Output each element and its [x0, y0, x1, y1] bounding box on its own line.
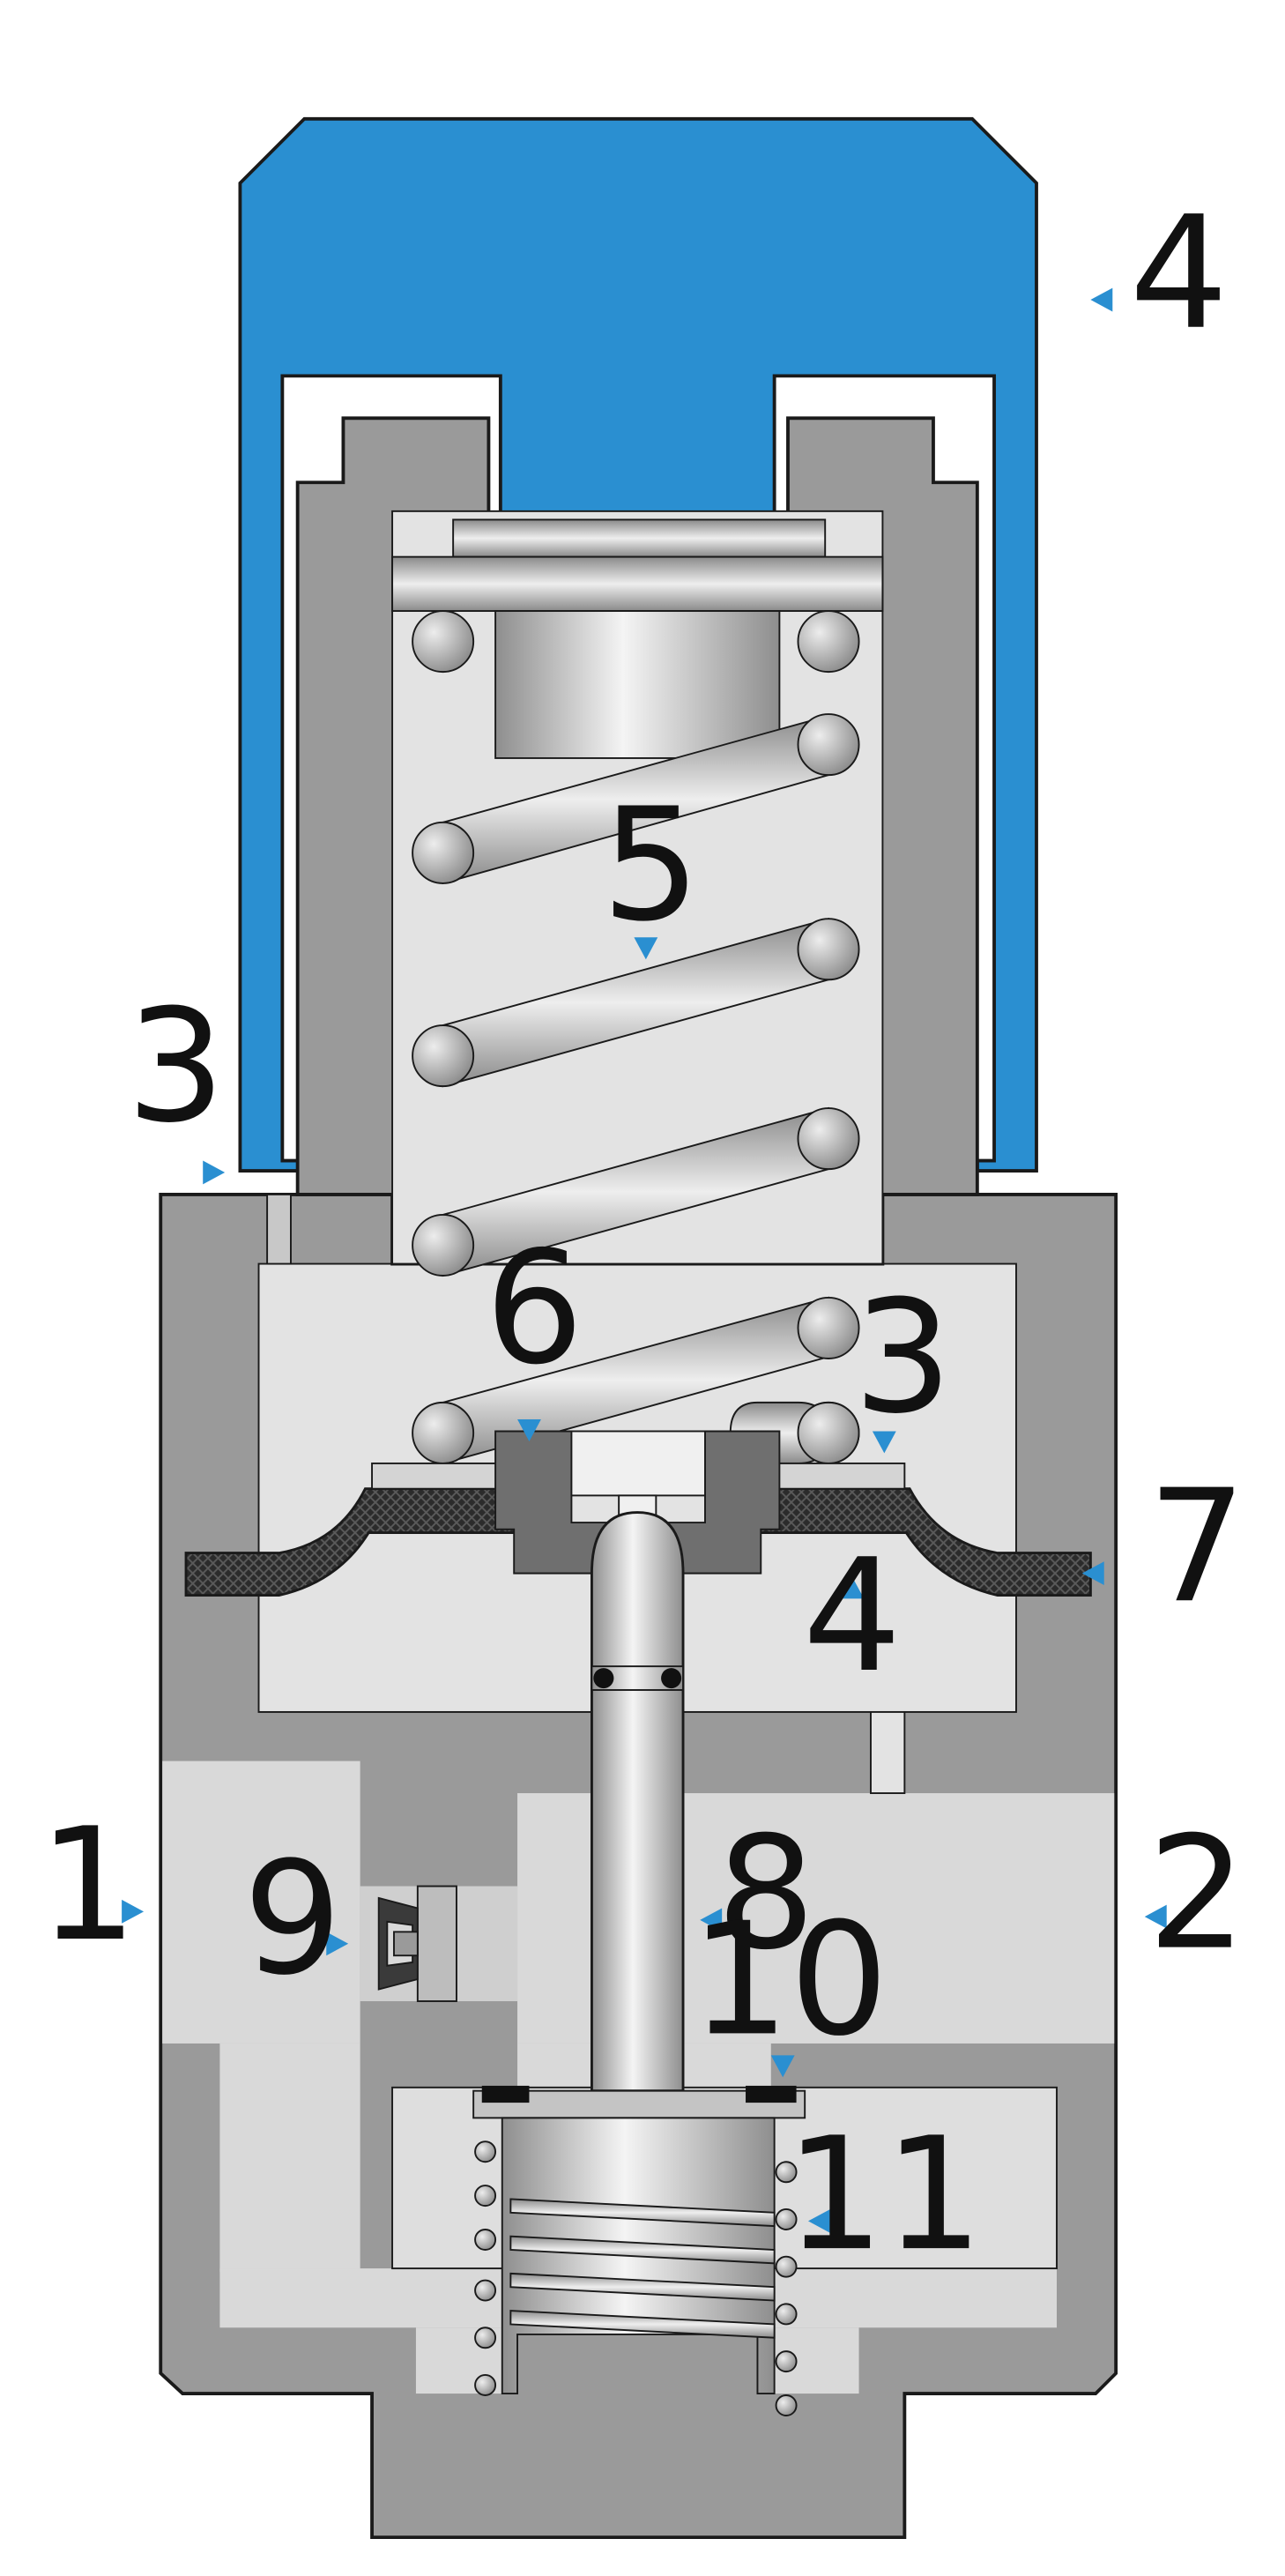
arrow-seal	[770, 2055, 795, 2078]
main-spring	[412, 610, 860, 1465]
arrow-plate-gap	[872, 1431, 896, 1454]
filter-element	[377, 1885, 457, 2002]
label-stem: 8	[717, 1803, 815, 1984]
label-seal: 10	[691, 1888, 889, 2070]
spring-seat	[391, 518, 884, 759]
arrow-stem	[700, 1908, 723, 1932]
label-plate-gap: 3	[853, 1266, 952, 1448]
arrow-filter	[326, 1932, 349, 1956]
valve-stem	[591, 1511, 685, 2093]
arrow-diaphragm	[1081, 1561, 1104, 1586]
label-port-1: 1	[39, 1794, 137, 1976]
arrow-port-1	[122, 1899, 145, 1924]
label-plate: 6	[485, 1217, 583, 1399]
label-cap-gap: 3	[126, 975, 225, 1157]
label-filter: 9	[243, 1828, 342, 2009]
arrow-return-spring	[808, 2208, 830, 2233]
callout-arrows	[122, 287, 1167, 2233]
arrow-chamber	[840, 1576, 865, 1599]
callout-labels: 4 3 5 6 3 4 7 1 9 8 2 10 11	[39, 182, 1247, 2285]
arrow-main-spring	[634, 937, 658, 960]
arrow-cap-gap	[203, 1160, 226, 1185]
label-diaphragm: 7	[1148, 1456, 1246, 1637]
label-return-spring: 11	[785, 2103, 984, 2285]
label-port-2: 2	[1148, 1803, 1246, 1984]
arrow-port-2	[1144, 1904, 1167, 1929]
label-main-spring: 5	[601, 774, 700, 956]
label-chamber: 4	[803, 1525, 902, 1707]
return-spring	[474, 2140, 798, 2416]
label-cap: 4	[1130, 182, 1229, 364]
arrow-cap	[1090, 287, 1113, 312]
arrow-plate	[517, 1419, 541, 1441]
